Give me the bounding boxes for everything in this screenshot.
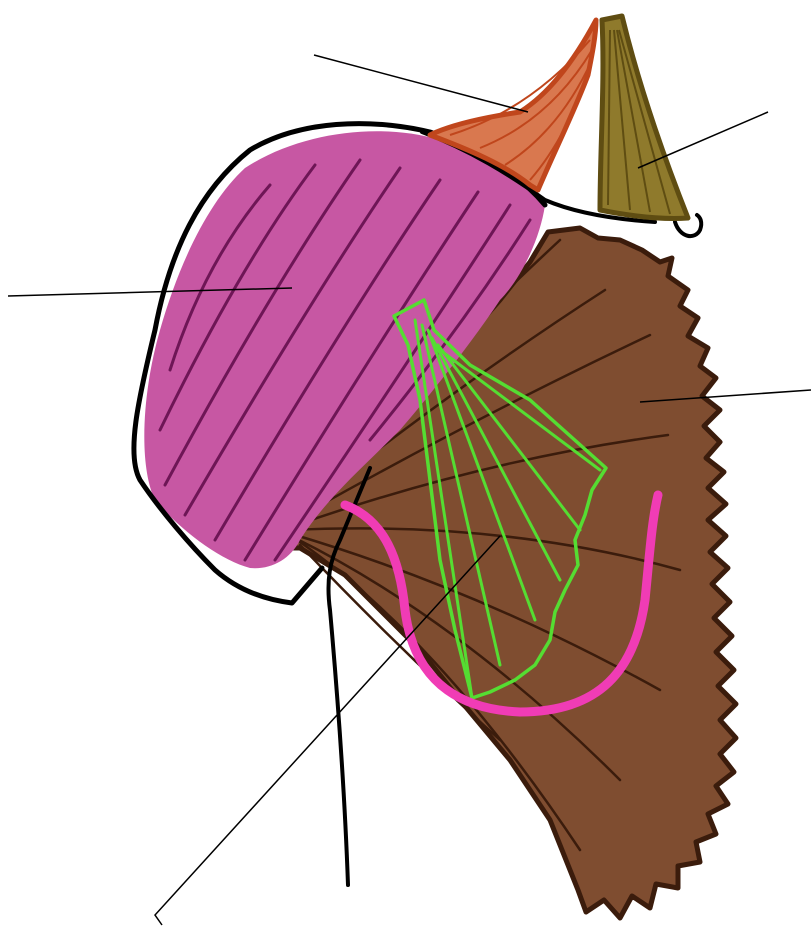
leader-line-upper-orange xyxy=(314,55,528,112)
